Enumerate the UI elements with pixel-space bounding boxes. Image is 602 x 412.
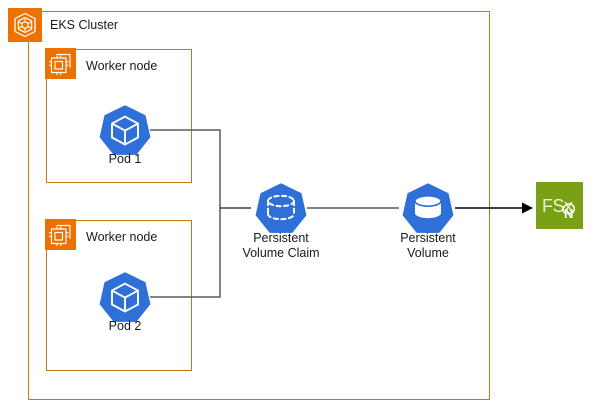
kubernetes-pod-icon: [97, 102, 153, 158]
svg-text:FSx: FSx: [542, 196, 573, 216]
kubernetes-pv-icon: [400, 180, 456, 236]
worker-node-1-ec2-icon: [45, 48, 76, 79]
eks-cluster-group: [28, 11, 490, 400]
kubernetes-pod-icon: [97, 269, 153, 325]
pod-2-label: Pod 2: [108, 319, 142, 333]
worker-node-2-ec2-icon: [45, 219, 76, 250]
svg-text:N: N: [564, 206, 573, 221]
eks-kubernetes-icon: [8, 8, 42, 42]
worker-node-1-group: [46, 49, 192, 183]
pod-1-label: Pod 1: [108, 152, 142, 166]
persistent-volume-claim-label: Persistent Volume Claim: [242, 231, 320, 260]
worker-node-1-label: Worker node: [86, 59, 158, 73]
fsx-netapp-ontap-icon: FSx N: [536, 182, 583, 229]
eks-cluster-label: EKS Cluster: [50, 18, 119, 32]
persistent-volume-label: Persistent Volume: [400, 231, 456, 260]
kubernetes-pvc-icon: [253, 180, 309, 236]
worker-node-2-label: Worker node: [86, 230, 158, 244]
